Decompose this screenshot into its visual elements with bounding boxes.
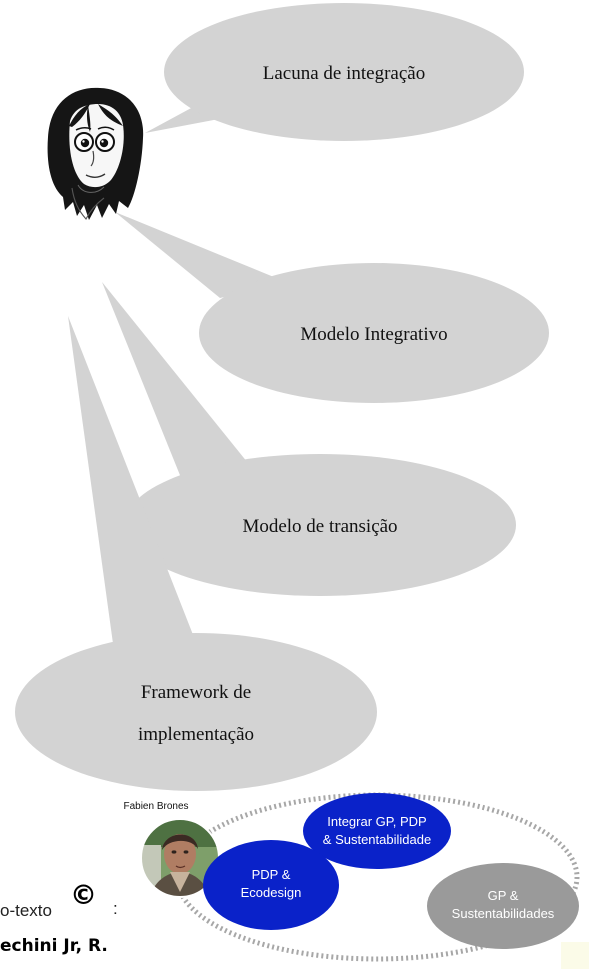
copyright-icon: ©: [70, 880, 97, 911]
person-photo: [140, 818, 220, 898]
bubble-label-modelo-integrativo: Modelo Integrativo: [300, 324, 447, 345]
speech-bubble-framework: Framework de implementação: [15, 316, 377, 791]
gp-line1: GP &: [488, 888, 519, 903]
speech-bubble-modelo-transicao: Modelo de transição: [102, 282, 516, 596]
bubble-label-framework-line2: implementação: [138, 724, 254, 745]
partial-texto-label: o-texto: [0, 901, 52, 920]
concept-bubble-gp-sustentabilidades: GP & Sustentabilidades: [427, 863, 579, 949]
cartoon-girl-icon: [47, 87, 144, 220]
gp-line2: Sustentabilidades: [452, 906, 555, 921]
dashed-boundary: [174, 792, 580, 962]
pdp-line1: PDP &: [252, 867, 291, 882]
bubble-label-modelo-transicao: Modelo de transição: [242, 516, 397, 537]
concept-bubble-integrar: Integrar GP, PDP & Sustentabilidade: [303, 793, 451, 869]
bubble-label-framework-line1: Framework de: [141, 682, 251, 703]
bubble-label-lacuna: Lacuna de integração: [263, 63, 425, 84]
speech-bubble-lacuna: Lacuna de integração: [145, 3, 524, 141]
integrar-line1: Integrar GP, PDP: [327, 814, 426, 829]
pdp-line2: Ecodesign: [241, 885, 302, 900]
partial-author-fragment: echini Jr, R.: [0, 936, 108, 956]
corner-highlight-box: [561, 942, 589, 969]
speech-bubble-modelo-integrativo: Modelo Integrativo: [115, 212, 549, 403]
partial-colon: :: [113, 899, 118, 918]
integrar-line2: & Sustentabilidade: [323, 832, 431, 847]
author-name: Fabien Brones: [123, 801, 188, 812]
concept-bubble-pdp-ecodesign: PDP & Ecodesign: [203, 840, 339, 930]
